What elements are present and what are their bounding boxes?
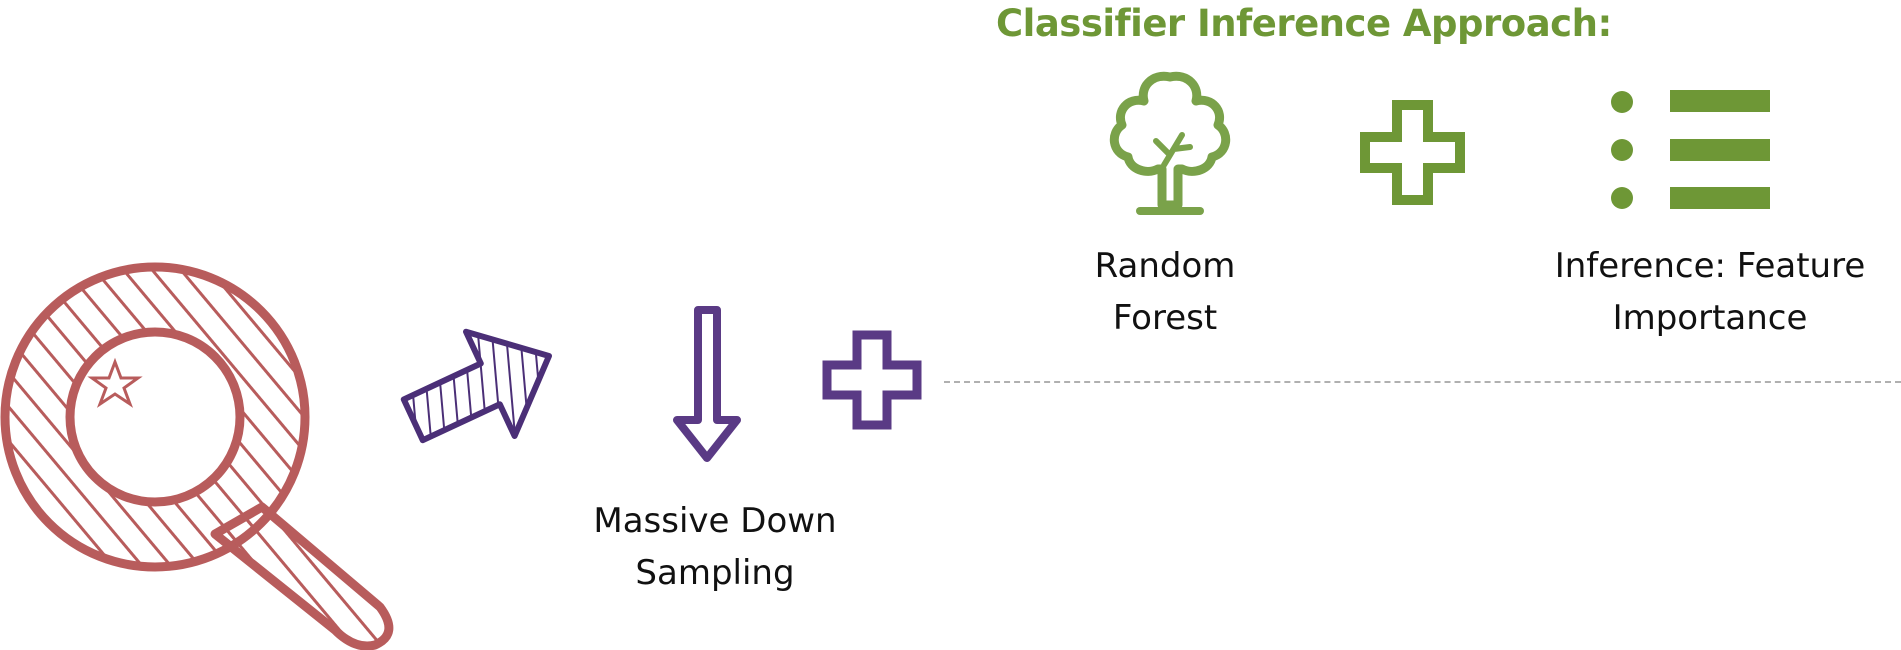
random-forest-label-line2: Forest [1112, 298, 1218, 338]
feature-importance-label-line2: Importance [1612, 298, 1808, 338]
feature-importance-label-line1: Inference: Feature [1554, 246, 1866, 286]
list-icon [1600, 80, 1775, 220]
down-sampling-label-line2: Sampling [635, 553, 795, 593]
tree-icon [1100, 65, 1240, 220]
feature-importance-label: Inference: Feature Importance [1530, 240, 1890, 344]
random-forest-label: Random Forest [1040, 240, 1290, 344]
plus-icon [822, 330, 922, 430]
hatched-arrow-icon [395, 295, 570, 475]
down-sampling-label: Massive Down Sampling [565, 495, 865, 599]
approach-heading: Classifier Inference Approach: [996, 2, 1612, 45]
magnifying-glass-icon [0, 262, 400, 650]
random-forest-label-line1: Random [1094, 246, 1236, 286]
down-sampling-label-line1: Massive Down [593, 501, 837, 541]
plus-icon [1360, 100, 1465, 205]
dashed-divider [944, 381, 1901, 383]
down-arrow-icon [665, 300, 750, 470]
